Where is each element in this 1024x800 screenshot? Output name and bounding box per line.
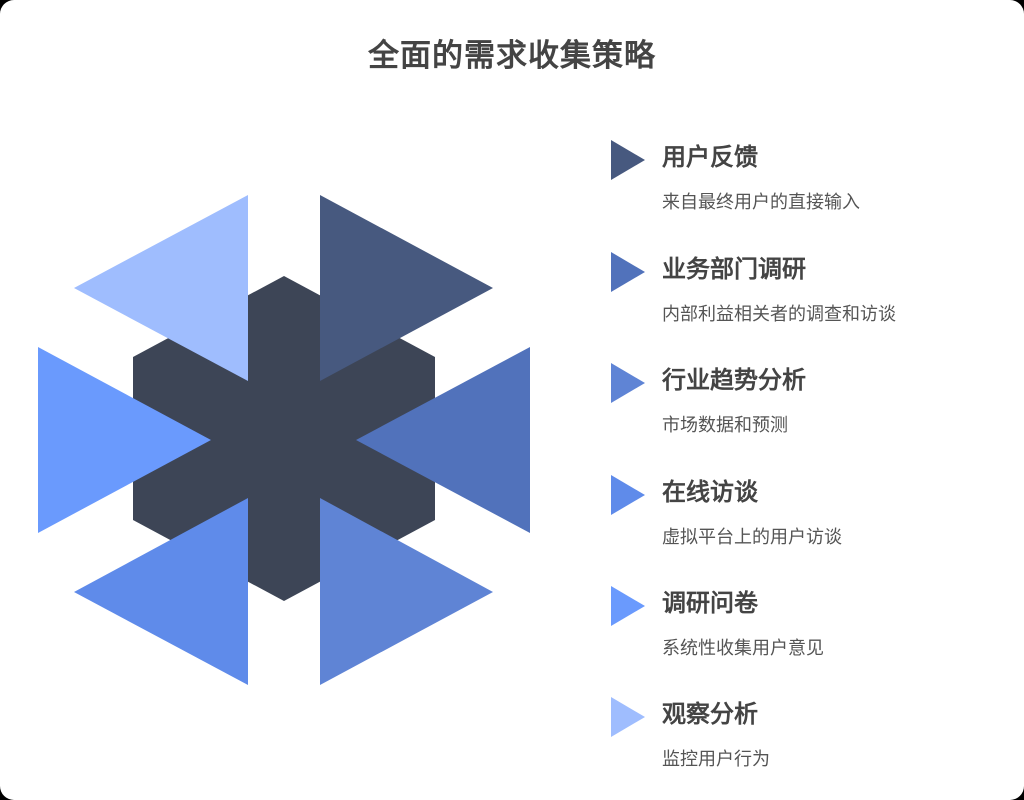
triangle-right-icon: [611, 363, 645, 403]
triangle-right-icon: [611, 586, 645, 626]
legend-item-user-feedback: 用户反馈 来自最终用户的直接输入: [611, 140, 1011, 240]
legend-item-description: 监控用户行为: [662, 749, 770, 770]
triangle-right: [356, 347, 530, 533]
legend-item-title: 在线访谈: [662, 478, 758, 506]
legend-item-description: 来自最终用户的直接输入: [662, 192, 860, 213]
legend-item-business-research: 业务部门调研 内部利益相关者的调查和访谈: [611, 252, 1011, 352]
legend-item-title: 行业趋势分析: [662, 366, 806, 394]
legend-item-description: 市场数据和预测: [662, 415, 788, 436]
triangle-top-left: [74, 195, 248, 381]
triangle-bottom-left: [74, 498, 248, 685]
legend-item-description: 系统性收集用户意见: [662, 638, 824, 659]
legend-item-title: 业务部门调研: [662, 255, 806, 283]
triangle-right-icon: [611, 252, 645, 292]
legend-item-description: 虚拟平台上的用户访谈: [662, 527, 842, 548]
legend-item-description: 内部利益相关者的调查和访谈: [662, 304, 896, 325]
legend-item-title: 观察分析: [662, 700, 758, 728]
legend-item-observation: 观察分析 监控用户行为: [611, 697, 1011, 797]
triangle-left: [38, 347, 211, 533]
triangle-bottom-right: [320, 498, 493, 685]
triangle-right-icon: [611, 697, 645, 737]
legend-item-surveys: 调研问卷 系统性收集用户意见: [611, 586, 1011, 686]
triangle-top-right: [320, 195, 493, 381]
legend-item-online-interviews: 在线访谈 虚拟平台上的用户访谈: [611, 475, 1011, 575]
triangle-right-icon: [611, 140, 645, 180]
legend-item-title: 调研问卷: [662, 589, 758, 617]
legend-item-industry-trends: 行业趋势分析 市场数据和预测: [611, 363, 1011, 463]
triangle-right-icon: [611, 475, 645, 515]
legend-item-title: 用户反馈: [662, 143, 758, 171]
page-title: 全面的需求收集策略: [368, 38, 656, 74]
